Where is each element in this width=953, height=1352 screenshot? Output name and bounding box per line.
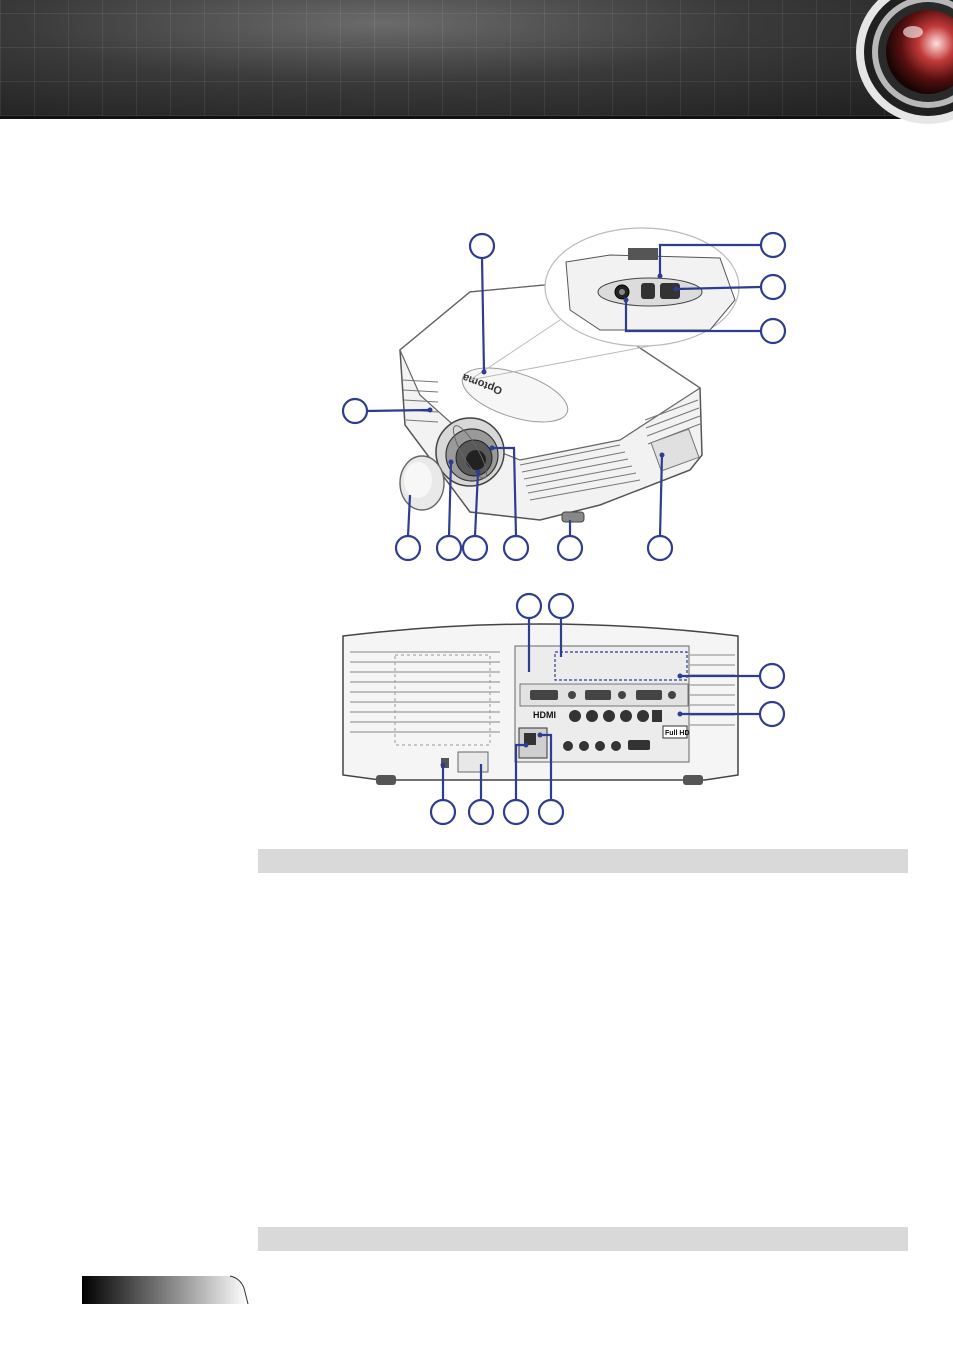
callout-marker — [758, 662, 786, 690]
control-panel-inset — [469, 227, 740, 381]
callout-marker — [435, 534, 463, 562]
hdmi-logo: HDMI — [533, 710, 556, 720]
projector-diagram: Optoma — [341, 227, 787, 826]
callout-marker — [467, 798, 495, 826]
callout-marker — [759, 273, 787, 301]
section-heading-bar — [258, 849, 908, 873]
projector-rear-view: HDMI Full HD — [342, 623, 739, 785]
callout-marker — [461, 534, 489, 562]
full-hd-badge: Full HD — [665, 730, 690, 737]
callout-marker — [759, 231, 787, 259]
callout-marker — [537, 798, 565, 826]
callout-marker — [429, 798, 457, 826]
header-divider — [0, 116, 953, 119]
callout-marker — [515, 592, 543, 620]
camera-lens-icon — [856, 0, 953, 124]
section-heading-bar — [258, 1227, 908, 1251]
callout-marker — [468, 232, 496, 260]
callout-marker — [341, 397, 369, 425]
header-banner — [0, 0, 953, 116]
callout-marker — [759, 317, 787, 345]
callout-marker — [556, 534, 584, 562]
callout-leaders — [365, 243, 761, 800]
callout-marker — [646, 534, 674, 562]
callout-marker — [758, 700, 786, 728]
footer-language-tab — [82, 1275, 249, 1304]
callout-marker — [547, 592, 575, 620]
callout-marker — [502, 798, 530, 826]
callout-circles — [341, 231, 787, 826]
callout-marker — [394, 534, 422, 562]
callout-marker — [502, 534, 530, 562]
